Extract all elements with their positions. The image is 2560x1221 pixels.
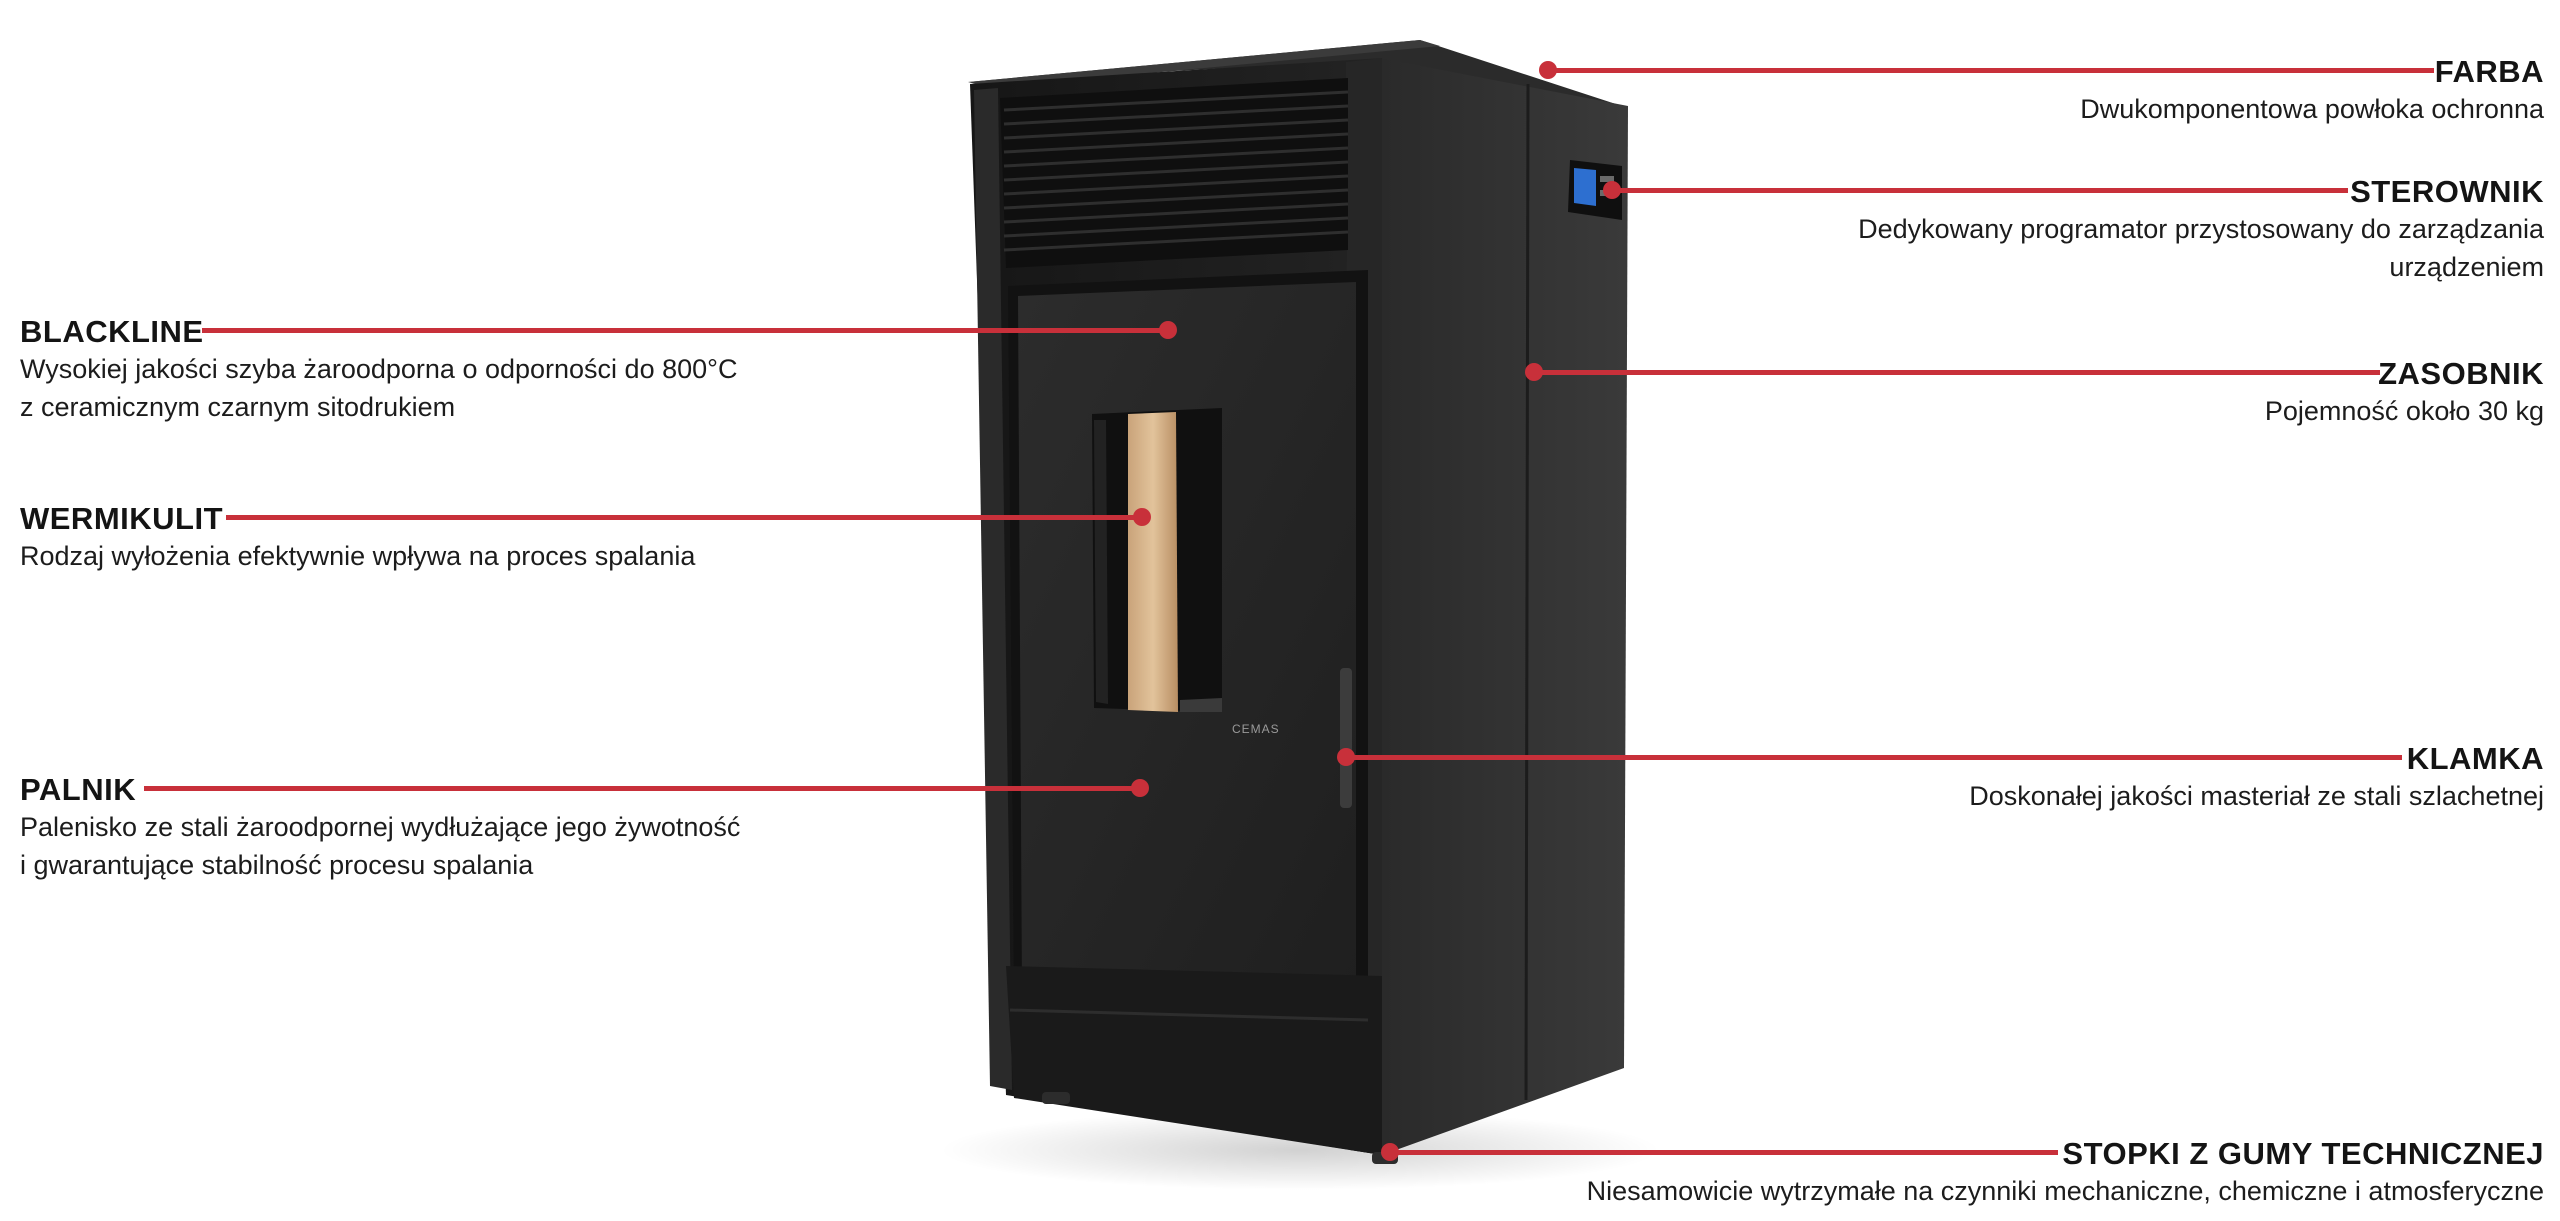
- leader-line-blackline: [202, 328, 1168, 333]
- brand-badge: CEMAS: [1232, 722, 1280, 736]
- callout-title: STEROWNIK: [2350, 174, 2544, 209]
- leader-line-farba: [1548, 68, 2434, 73]
- leader-line-zasobnik: [1534, 370, 2380, 375]
- marker-stopki: [1381, 1143, 1399, 1161]
- marker-wermikulit: [1133, 508, 1151, 526]
- callout-desc-line: urządzeniem: [2389, 252, 2544, 282]
- callout-title: FARBA: [2434, 54, 2544, 89]
- callout-title: ZASOBNIK: [2378, 356, 2544, 391]
- callout-klamka: KLAMKA Doskonałej jakości masteriał ze s…: [1969, 741, 2544, 815]
- callout-wermikulit: WERMIKULIT Rodzaj wyłożenia efektywnie w…: [20, 501, 695, 575]
- callout-desc-line: Wysokiej jakości szyba żaroodporna o odp…: [20, 354, 738, 384]
- callout-zasobnik: ZASOBNIK Pojemność około 30 kg: [2265, 356, 2544, 430]
- callout-title: WERMIKULIT: [20, 501, 224, 536]
- callout-desc-line: i gwarantujące stabilność procesu spalan…: [20, 850, 534, 880]
- leader-line-palnik: [144, 786, 1140, 791]
- leader-line-wermikulit: [226, 515, 1142, 520]
- marker-zasobnik: [1525, 363, 1543, 381]
- callout-title: PALNIK: [20, 772, 137, 807]
- stove-top: [968, 40, 1628, 108]
- callout-desc-line: Rodzaj wyłożenia efektywnie wpływa na pr…: [20, 541, 696, 571]
- callout-desc-line: Dedykowany programator przystosowany do …: [1858, 214, 2544, 244]
- stove-door: [1008, 270, 1368, 1012]
- callout-desc-line: Doskonałej jakości masteriał ze stali sz…: [1969, 781, 2544, 811]
- callout-desc-line: z ceramicznym czarnym sitodrukiem: [20, 392, 456, 422]
- marker-sterownik: [1603, 181, 1621, 199]
- marker-farba: [1539, 61, 1557, 79]
- vermiculite-lining: [1128, 412, 1178, 712]
- door-handle: [1340, 668, 1352, 808]
- floor-shadow: [940, 1110, 1660, 1190]
- leader-line-sterownik: [1612, 188, 2348, 193]
- callout-desc-line: Pojemność około 30 kg: [2264, 396, 2544, 426]
- air-grille: [1000, 78, 1349, 268]
- callout-blackline: BLACKLINE Wysokiej jakości szyba żaroodp…: [20, 314, 737, 426]
- marker-klamka: [1337, 748, 1355, 766]
- marker-palnik: [1131, 779, 1149, 797]
- leader-line-klamka: [1346, 755, 2402, 760]
- callout-palnik: PALNIK Palenisko ze stali żaroodpornej w…: [20, 772, 740, 884]
- callout-title: BLACKLINE: [20, 314, 204, 349]
- leader-line-stopki: [1390, 1150, 2058, 1155]
- callout-desc-line: Niesamowicie wytrzymałe na czynniki mech…: [1586, 1176, 2544, 1206]
- stove-foot: [1042, 1092, 1070, 1104]
- callout-sterownik: STEROWNIK Dedykowany programator przysto…: [1858, 174, 2544, 286]
- callout-desc-line: Palenisko ze stali żaroodpornej wydłużaj…: [20, 812, 741, 842]
- callout-desc-line: Dwukomponentowa powłoka ochronna: [2080, 94, 2544, 124]
- callout-title: KLAMKA: [2406, 741, 2544, 776]
- callout-stopki: STOPKI Z GUMY TECHNICZNEJ Niesamowicie w…: [1587, 1136, 2544, 1210]
- control-panel: [1568, 160, 1622, 220]
- stove-side-panel: [1380, 58, 1628, 1155]
- callout-title: STOPKI Z GUMY TECHNICZNEJ: [2062, 1136, 2544, 1171]
- marker-blackline: [1159, 321, 1177, 339]
- callout-farba: FARBA Dwukomponentowa powłoka ochronna: [2080, 54, 2544, 128]
